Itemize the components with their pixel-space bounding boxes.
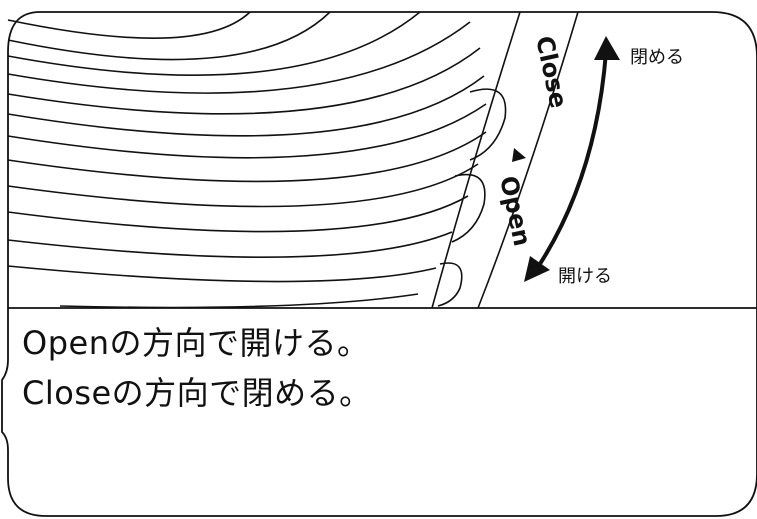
arrow-head-down-icon (524, 256, 550, 282)
double-arrow-curve (534, 51, 608, 272)
instruction-open: Openの方向で開ける。 (22, 324, 370, 362)
arrow-label-open: 開ける (558, 266, 612, 287)
dial-rim-outer (477, 11, 579, 309)
direction-marker-icon (512, 148, 526, 162)
arrow-label-close: 閉める (630, 47, 684, 68)
card-outline (1, 11, 757, 517)
dial-body (7, 11, 579, 309)
arrow-head-up-icon (594, 36, 620, 60)
dial-label-close: Close (530, 33, 573, 110)
dial-label-open: Open (494, 173, 536, 248)
instruction-close: Closeの方向で閉める。 (22, 374, 372, 412)
dial-rim-inner (431, 11, 521, 309)
